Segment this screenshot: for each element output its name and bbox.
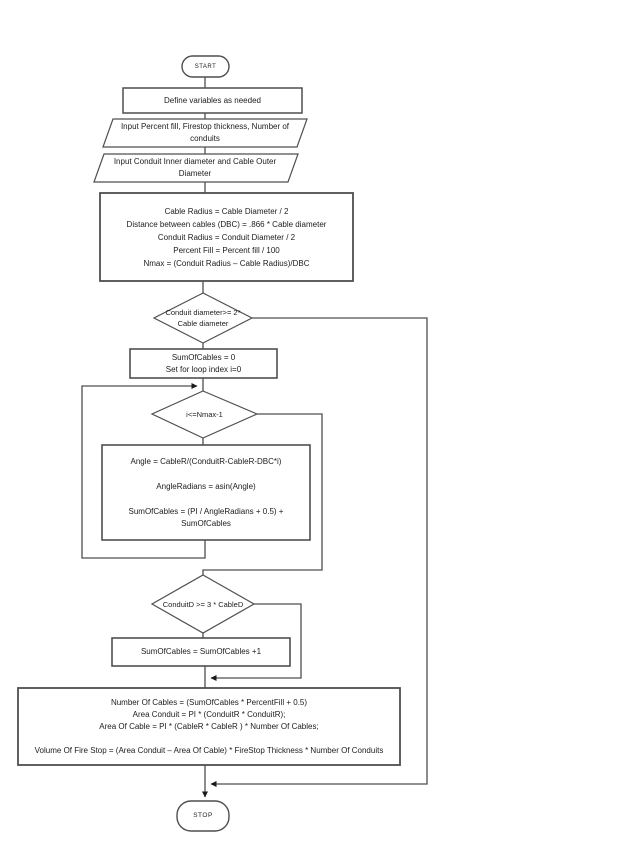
check-diameter-diamond — [152, 292, 254, 344]
loop-body-line: Angle = CableR/(ConduitR-CableR-DBC*i) — [130, 456, 282, 466]
final-calc-line: Volume Of Fire Stop = (Area Conduit – Ar… — [34, 745, 384, 755]
define-variables-label: Define variables as needed — [164, 95, 261, 105]
stop-terminator-shape — [176, 800, 230, 832]
input-diameters-parallelogram — [93, 153, 299, 183]
setup-formula-line: Nmax = (Conduit Radius – Cable Radius)/D… — [143, 258, 310, 268]
loop-condition-diamond — [150, 390, 259, 439]
edge-loopcondition-exit — [202, 413, 323, 575]
loop-body-line: AngleRadians = asin(Angle) — [156, 481, 256, 491]
check-diameter-line2: Cable diameter — [177, 319, 229, 328]
setup-formula-line: Conduit Radius = Conduit Diameter / 2 — [157, 232, 296, 242]
setup-formulas-text: Cable Radius = Cable Diameter / 2 Distan… — [100, 193, 353, 281]
init-loop-shape — [129, 348, 278, 379]
init-loop-line2: Set for loop index i=0 — [165, 364, 242, 374]
define-variables-shape — [122, 87, 303, 114]
check-three-cables-diamond — [150, 574, 256, 634]
final-calc-line: Area Of Cable = PI * (CableR * CableR ) … — [99, 721, 319, 731]
input-fill-parallelogram — [102, 118, 308, 148]
check-three-cables-label: ConduitD >= 3 * CableD — [162, 599, 244, 609]
loop-body-text: Angle = CableR/(ConduitR-CableR-DBC*i) A… — [102, 445, 310, 540]
init-loop-label: SumOfCables = 0 Set for loop index i=0 — [130, 349, 277, 378]
setup-formula-line: Percent Fill = Percent fill / 100 — [173, 245, 280, 255]
start-terminator-shape — [181, 55, 230, 78]
loop-body-shape — [101, 444, 311, 541]
final-calculations-text: Number Of Cables = (SumOfCables * Percen… — [18, 688, 400, 765]
stop-label: STOP — [193, 812, 213, 819]
increment-cables-shape — [111, 637, 291, 667]
start-label: START — [194, 63, 217, 70]
edge-checkthree-bypass — [210, 603, 302, 681]
edge-checkdiameter-bypass — [210, 317, 428, 787]
input-diameters-label: Input Conduit Inner diameter and Cable O… — [113, 157, 277, 178]
final-calc-line: Area Conduit = PI * (ConduitR * ConduitR… — [132, 709, 286, 719]
init-loop-line1: SumOfCables = 0 — [171, 352, 236, 362]
increment-cables-label: SumOfCables = SumOfCables +1 — [140, 647, 262, 656]
check-diameter-label: Conduit diameter>= 2* Cable diameter — [150, 300, 256, 336]
setup-formula-line: Distance between cables (DBC) = .866 * C… — [126, 219, 327, 229]
loop-body-line: SumOfCables = (PI / AngleRadians + 0.5) … — [128, 506, 284, 528]
input-fill-label: Input Percent fill, Firestop thickness, … — [120, 122, 290, 143]
final-calc-line: Number Of Cables = (SumOfCables * Percen… — [110, 697, 308, 707]
check-diameter-line1: Conduit diameter>= 2* — [165, 308, 241, 317]
final-calculations-shape — [17, 687, 401, 766]
setup-formula-line: Cable Radius = Cable Diameter / 2 — [164, 206, 289, 216]
setup-formulas-shape — [99, 192, 354, 282]
loop-condition-label: i<=Nmax-1 — [186, 410, 223, 419]
edge-loopbody-loopback — [81, 383, 206, 559]
